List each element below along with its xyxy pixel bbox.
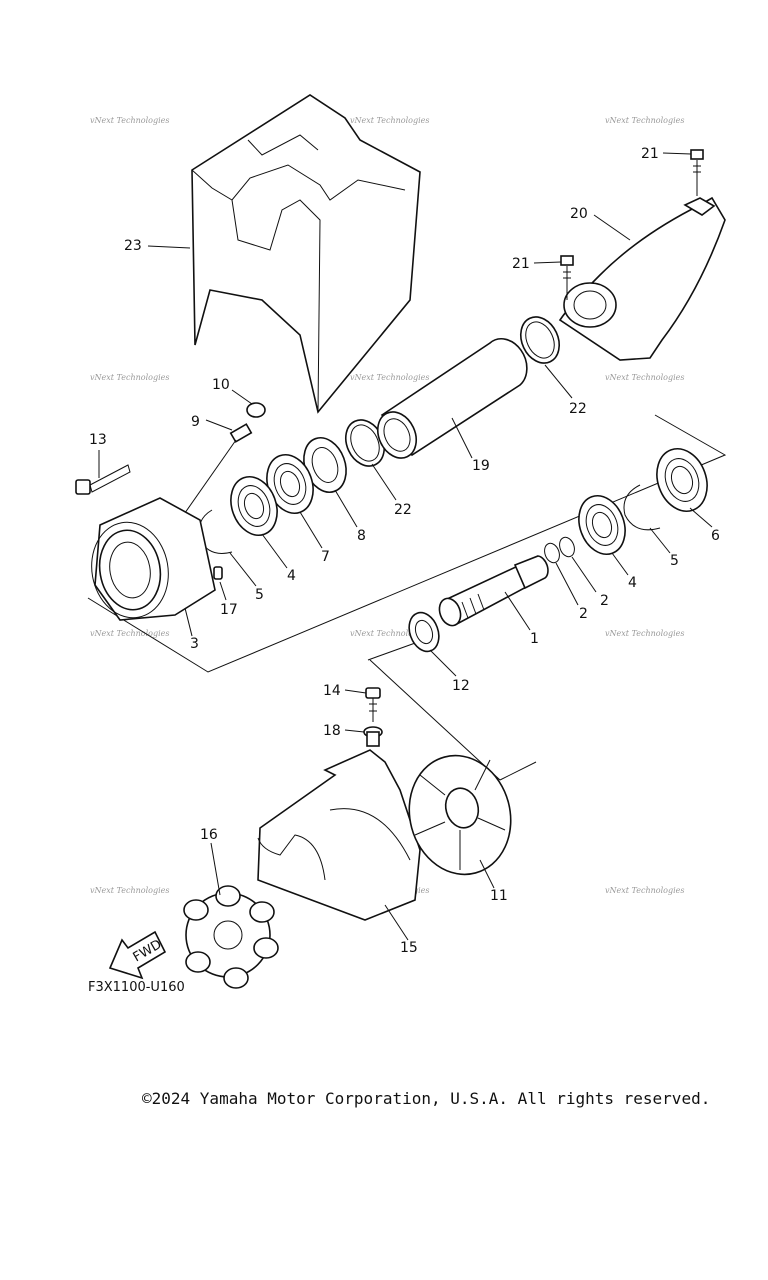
part-2-o-rings	[544, 536, 575, 564]
callout-1: 1	[530, 631, 539, 647]
callout-2-a: 2	[600, 593, 609, 609]
callout-3: 3	[190, 636, 199, 652]
callout-22-upper: 22	[569, 401, 587, 417]
part-9-fitting	[179, 423, 253, 521]
callout-14: 14	[323, 683, 341, 699]
callout-10: 10	[212, 377, 230, 393]
part-4-bearing-right	[578, 495, 626, 555]
part-5-circlip-right	[623, 484, 661, 531]
watermark: vNext Technologies	[90, 629, 169, 638]
watermark: vNext Technologies	[605, 373, 684, 382]
watermark: vNext Technologies	[90, 373, 169, 382]
callout-18: 18	[323, 723, 341, 739]
callout-22-lower: 22	[394, 502, 412, 518]
part-18-collar	[363, 726, 383, 747]
part-17-pin	[213, 566, 223, 580]
callout-9: 9	[191, 414, 200, 430]
watermark: vNext Technologies	[350, 116, 429, 125]
part-12-seal	[408, 611, 440, 653]
callout-20: 20	[570, 206, 588, 222]
exploded-parts-diagram: vNext Technologies vNext Technologies vN…	[75, 94, 727, 995]
callout-7: 7	[321, 549, 330, 565]
callout-15: 15	[400, 940, 418, 956]
watermark: vNext Technologies	[350, 373, 429, 382]
callout-23: 23	[124, 238, 142, 254]
part-21-bolt-mid	[560, 255, 574, 300]
watermark: vNext Technologies	[90, 886, 169, 895]
watermark: vNext Technologies	[605, 116, 684, 125]
callout-8: 8	[357, 528, 366, 544]
part-14-bolt	[365, 687, 381, 722]
part-15-housing	[257, 749, 421, 921]
part-4-bearing-left	[230, 476, 278, 536]
part-8-seal	[303, 437, 347, 493]
callouts: 23 21 20 21 22 10 9 13 19 22 8 7 4 5 17 …	[89, 146, 720, 956]
part-21-bolt-top	[690, 149, 704, 196]
watermark: vNext Technologies	[350, 629, 429, 638]
callout-21-top: 21	[641, 146, 659, 162]
leader-lines	[98, 152, 713, 941]
part-6-bearing	[656, 448, 708, 512]
figure-code: F3X1100-U160	[88, 980, 185, 995]
fwd-arrow: FWD	[108, 930, 167, 980]
part-20-housing	[558, 196, 726, 361]
callout-6: 6	[711, 528, 720, 544]
part-22-clamp-lower	[344, 419, 386, 467]
callout-4-left: 4	[287, 568, 296, 584]
callout-11: 11	[490, 888, 508, 904]
part-13-bolt	[75, 464, 131, 495]
watermark: vNext Technologies	[605, 629, 684, 638]
callout-12: 12	[452, 678, 470, 694]
watermark: vNext Technologies	[90, 116, 169, 125]
callout-21-mid: 21	[512, 256, 530, 272]
callout-5-right: 5	[670, 553, 679, 569]
part-19-hose	[376, 338, 528, 459]
callout-5-left: 5	[255, 587, 264, 603]
part-10-cap	[246, 402, 266, 418]
callout-17: 17	[220, 602, 238, 618]
callout-4-right: 4	[628, 575, 637, 591]
callout-2-b: 2	[579, 606, 588, 622]
assembly-outline	[87, 414, 727, 781]
part-16-damper	[183, 885, 279, 989]
callout-16: 16	[200, 827, 218, 843]
callout-19: 19	[472, 458, 490, 474]
part-23-cover	[191, 94, 421, 414]
callout-13: 13	[89, 432, 107, 448]
part-1-shaft	[438, 555, 549, 627]
part-3-bearing-housing	[91, 497, 216, 621]
watermark: vNext Technologies	[605, 886, 684, 895]
part-22-clamp-upper	[519, 316, 561, 364]
part-11-impeller	[408, 754, 512, 876]
copyright-notice: ©2024 Yamaha Motor Corporation, U.S.A. A…	[142, 1089, 711, 1108]
